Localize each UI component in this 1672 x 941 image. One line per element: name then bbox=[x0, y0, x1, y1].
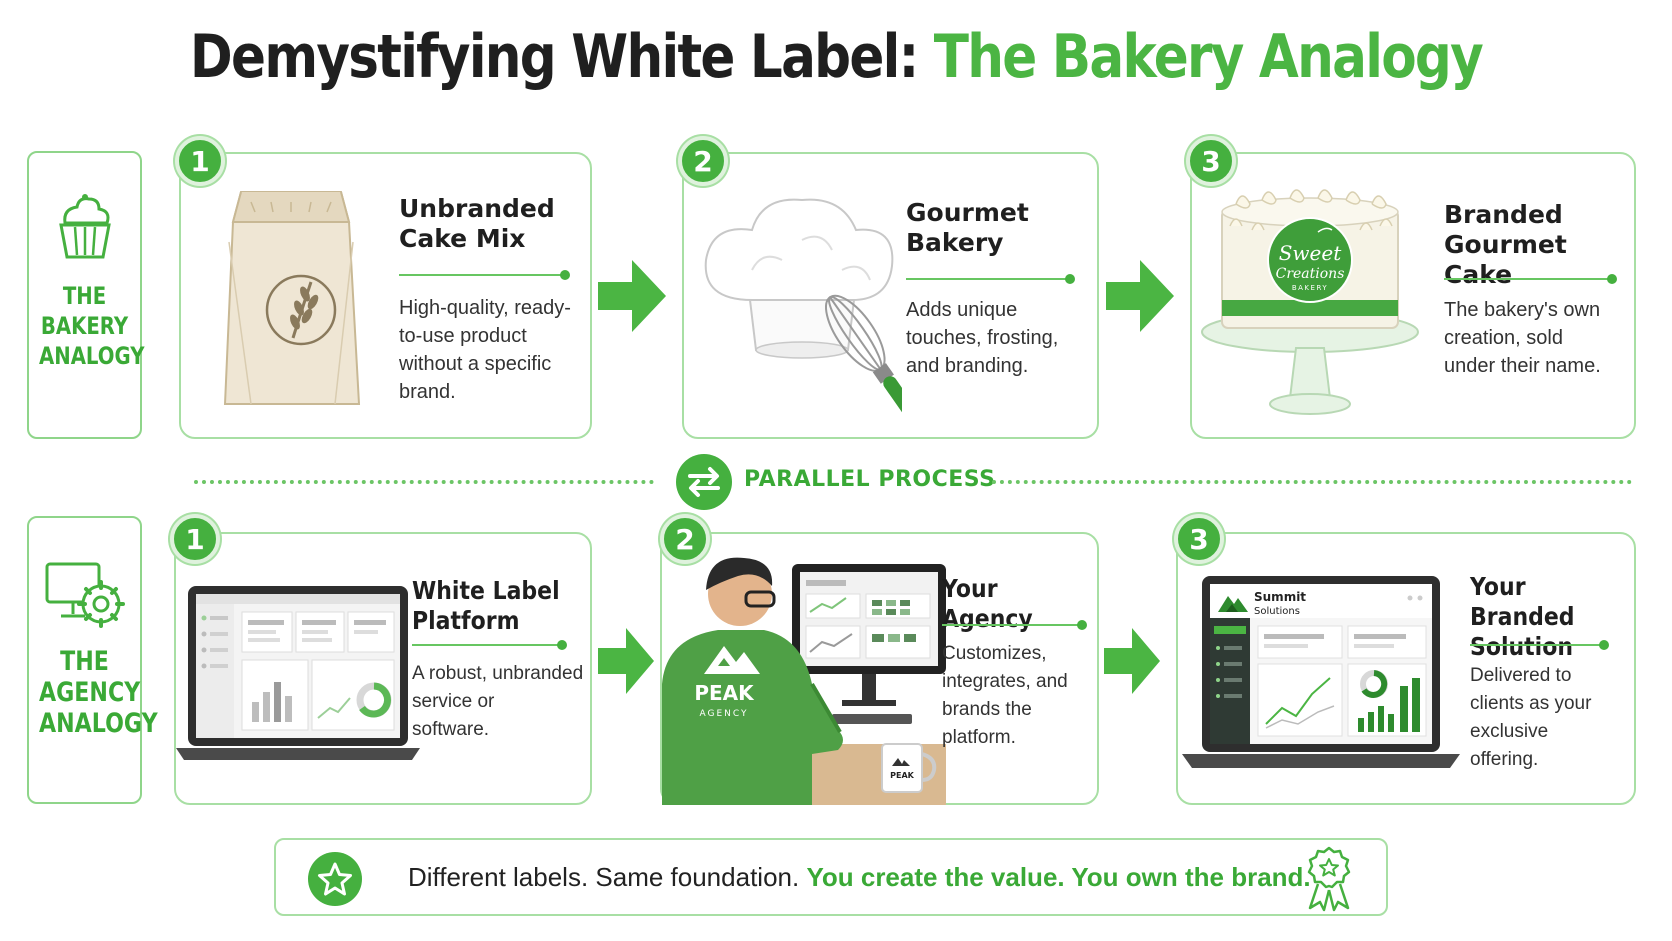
award-rosette-icon bbox=[1307, 846, 1351, 912]
agency-step-1-divider bbox=[412, 640, 567, 650]
agency-step-2-desc: Customizes, integrates, and brands the p… bbox=[942, 643, 1068, 748]
bakery-step-1-card: Unbranded Cake Mix High-quality, ready- … bbox=[179, 152, 592, 439]
bakery-step-3-title: Branded Gourmet Cake bbox=[1444, 200, 1567, 289]
agency-step-1-badge: 1 bbox=[170, 514, 220, 564]
mug-label: PEAK bbox=[890, 771, 915, 780]
arrow-right-icon bbox=[598, 628, 654, 694]
bakery-analogy-label: THE BAKERY ANALOGY bbox=[38, 282, 145, 370]
cake-label-line3: BAKERY bbox=[1292, 284, 1328, 292]
agency-step-3-title: Your Branded Solution bbox=[1470, 572, 1575, 661]
bakery-step-1-badge: 1 bbox=[175, 136, 225, 186]
arrow-right-icon bbox=[1104, 628, 1160, 694]
parallel-divider-left bbox=[194, 480, 654, 484]
footer-message-plain: Different labels. Same foundation. bbox=[408, 862, 800, 892]
agency-analogy-tab: THE AGENCY ANALOGY bbox=[27, 516, 158, 804]
bakery-step-1-title: Unbranded Cake Mix bbox=[399, 194, 555, 253]
screen-brand-line1: Summit bbox=[1254, 590, 1306, 604]
bakery-step-2-badge: 2 bbox=[678, 136, 728, 186]
laptop-dashboard-icon bbox=[176, 586, 420, 760]
monitor-gear-icon bbox=[45, 562, 125, 628]
agency-step-2-title: Your Agency bbox=[942, 574, 1033, 633]
bakery-step-2-divider bbox=[906, 274, 1075, 284]
bakery-step-2-card: Gourmet Bakery Adds unique touches, fros… bbox=[682, 152, 1099, 439]
agency-step-3-divider bbox=[1470, 640, 1609, 650]
bakery-step-3-card: Sweet Creations BAKERY Branded Gourmet C… bbox=[1190, 152, 1636, 439]
parallel-process-icon bbox=[676, 454, 732, 510]
agency-step-2-divider bbox=[942, 620, 1087, 630]
parallel-process-label: PARALLEL PROCESS bbox=[744, 467, 996, 492]
agency-step-3-desc: Delivered to clients as your exclusive o… bbox=[1470, 665, 1592, 770]
bakery-step-3-badge: 3 bbox=[1186, 136, 1236, 186]
flour-bag-icon bbox=[223, 191, 361, 405]
footer-star-badge bbox=[308, 852, 362, 906]
footer-message: Different labels. Same foundation. You c… bbox=[408, 862, 1311, 893]
swap-arrows-icon bbox=[688, 467, 720, 497]
arrow-right-icon bbox=[1106, 260, 1174, 332]
agency-worker-icon: PEAK AGENCY PEAK bbox=[662, 557, 946, 805]
bakery-step-1-divider bbox=[399, 270, 570, 280]
agency-step-3-badge: 3 bbox=[1174, 514, 1224, 564]
agency-analogy-label: THE AGENCY ANALOGY bbox=[38, 646, 158, 739]
bakery-step-1-desc: High-quality, ready- to-use product with… bbox=[399, 297, 571, 403]
star-icon bbox=[318, 862, 352, 896]
agency-step-2-card: PEAK AGENCY PEAK Your Agency Customizes,… bbox=[660, 532, 1099, 805]
shirt-logo-line1: PEAK bbox=[694, 681, 755, 705]
parallel-divider-right bbox=[992, 480, 1632, 484]
screen-brand-line2: Solutions bbox=[1254, 606, 1300, 617]
bakery-step-3-desc: The bakery's own creation, sold under th… bbox=[1444, 299, 1601, 377]
title-main: Demystifying White Label: bbox=[189, 22, 919, 92]
agency-step-2-badge: 2 bbox=[660, 514, 710, 564]
cake-stand-icon: Sweet Creations BAKERY bbox=[1201, 189, 1419, 415]
footer-banner: Different labels. Same foundation. You c… bbox=[274, 838, 1388, 916]
agency-step-1-title: White Label Platform bbox=[412, 576, 560, 635]
cake-label-line1: Sweet bbox=[1279, 241, 1342, 265]
agency-step-3-card: Summit Solutions Your Branded Solution D… bbox=[1176, 532, 1636, 805]
arrow-right-icon bbox=[598, 260, 666, 332]
agency-step-1-card: White Label Platform A robust, unbranded… bbox=[174, 532, 592, 805]
footer-message-highlight: You create the value. You own the brand. bbox=[806, 862, 1311, 892]
page-title: Demystifying White Label: The Bakery Ana… bbox=[117, 22, 1555, 92]
shirt-logo-line2: AGENCY bbox=[699, 709, 748, 719]
branded-laptop-icon: Summit Solutions bbox=[1182, 576, 1460, 768]
title-accent: The Bakery Analogy bbox=[933, 22, 1484, 92]
chef-hat-whisk-icon bbox=[704, 198, 902, 420]
cake-label-line2: Creations bbox=[1276, 266, 1345, 282]
bakery-step-3-divider bbox=[1444, 274, 1617, 284]
bakery-step-2-desc: Adds unique touches, frosting, and brand… bbox=[906, 299, 1059, 377]
bakery-step-2-title: Gourmet Bakery bbox=[906, 198, 1029, 257]
cupcake-icon bbox=[58, 194, 111, 259]
agency-step-1-desc: A robust, unbranded service or software. bbox=[412, 663, 584, 740]
bakery-analogy-tab: THE BAKERY ANALOGY bbox=[27, 151, 145, 439]
